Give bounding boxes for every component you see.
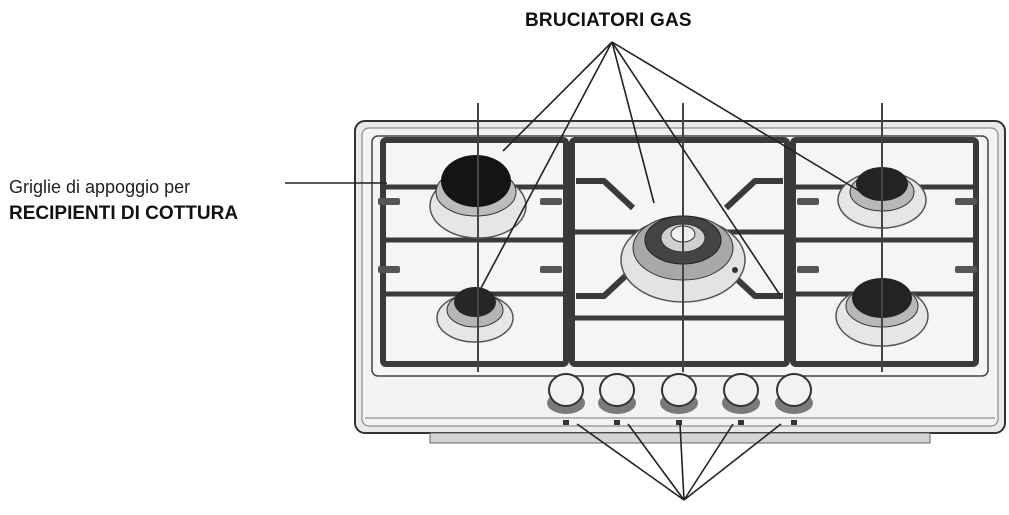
knob-5	[775, 373, 813, 425]
burner-bottom-left	[436, 287, 514, 343]
grids-label-line2: RECIPIENTI DI COTTURA	[9, 203, 239, 224]
knob-3	[660, 373, 698, 425]
knob-2	[598, 373, 636, 425]
knob-4	[722, 373, 760, 425]
grate-left-feet	[378, 198, 562, 273]
grate-right	[790, 137, 979, 367]
leader-lines-burners	[479, 41, 867, 296]
grids-label-line1: Griglie di appoggio per	[9, 177, 191, 197]
leader-lines-knobs	[576, 423, 782, 501]
grate-right-feet	[797, 198, 977, 273]
burners-label: BRUCIATORI GAS	[525, 10, 692, 31]
knob-1	[547, 373, 585, 425]
